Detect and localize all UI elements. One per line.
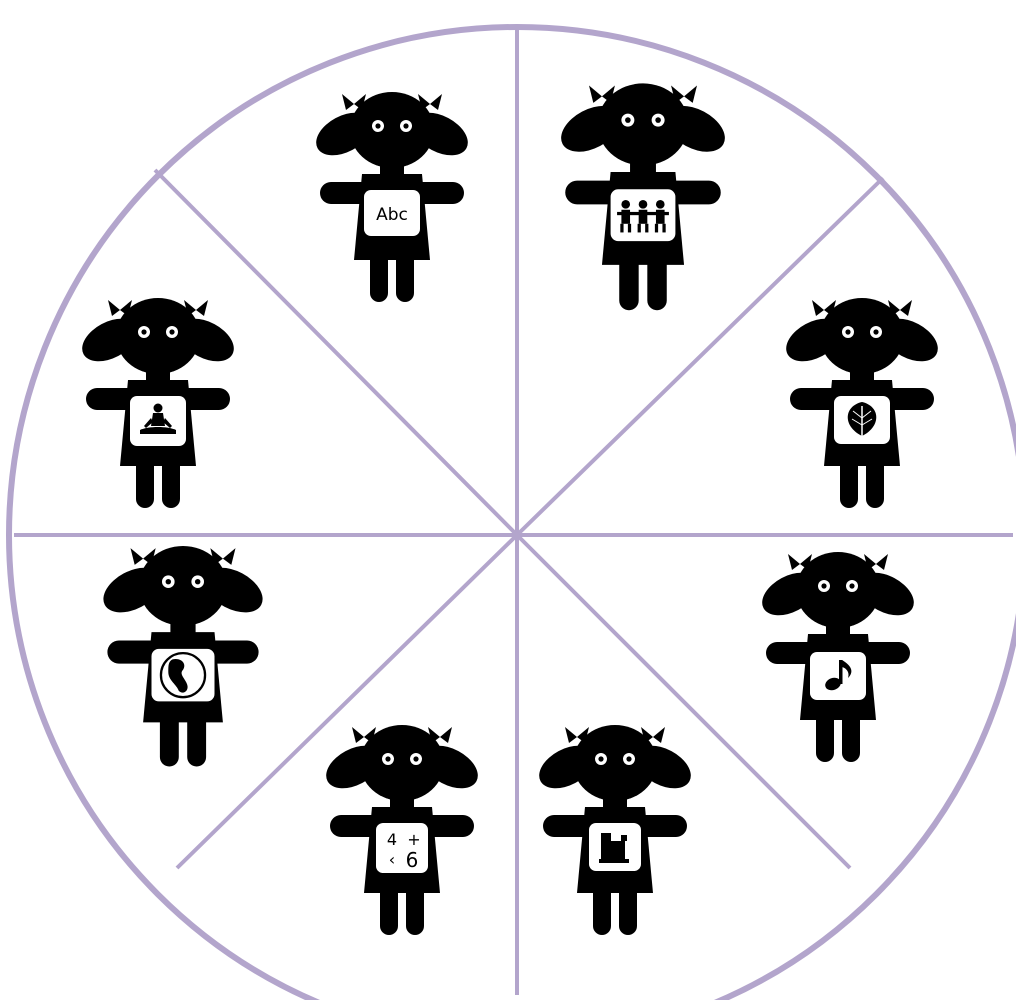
globe-icon bbox=[161, 653, 205, 697]
svg-text:4: 4 bbox=[387, 830, 397, 849]
abc-text-icon: Abc bbox=[376, 205, 408, 225]
svg-text:‹: ‹ bbox=[389, 850, 395, 869]
badge-music bbox=[810, 652, 866, 700]
svg-text:+: + bbox=[407, 830, 420, 849]
svg-text:6: 6 bbox=[406, 848, 419, 872]
